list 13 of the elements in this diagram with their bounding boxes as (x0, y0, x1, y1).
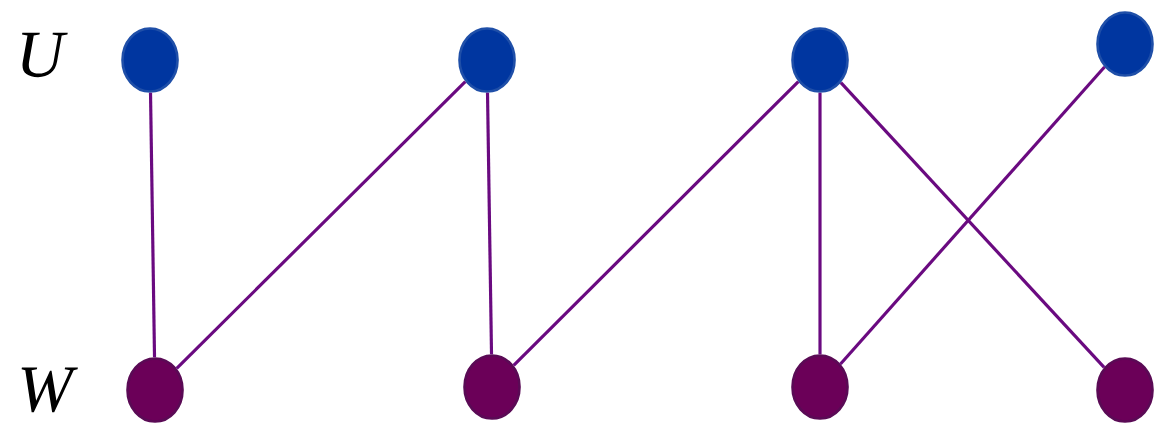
edge-line (148, 92, 157, 358)
edge-line (818, 92, 822, 355)
vertex-circle (791, 354, 849, 420)
edge-line (485, 92, 494, 355)
vertex-circle (458, 27, 516, 93)
vertex-circle (463, 354, 521, 420)
vertex-circle (1096, 357, 1154, 423)
vertex-circle (121, 27, 179, 93)
vertex-circle (1096, 11, 1154, 77)
vertex-circle (126, 357, 184, 423)
vertex-circle (791, 27, 849, 93)
edge-line (175, 80, 467, 370)
edge-line (512, 80, 800, 367)
